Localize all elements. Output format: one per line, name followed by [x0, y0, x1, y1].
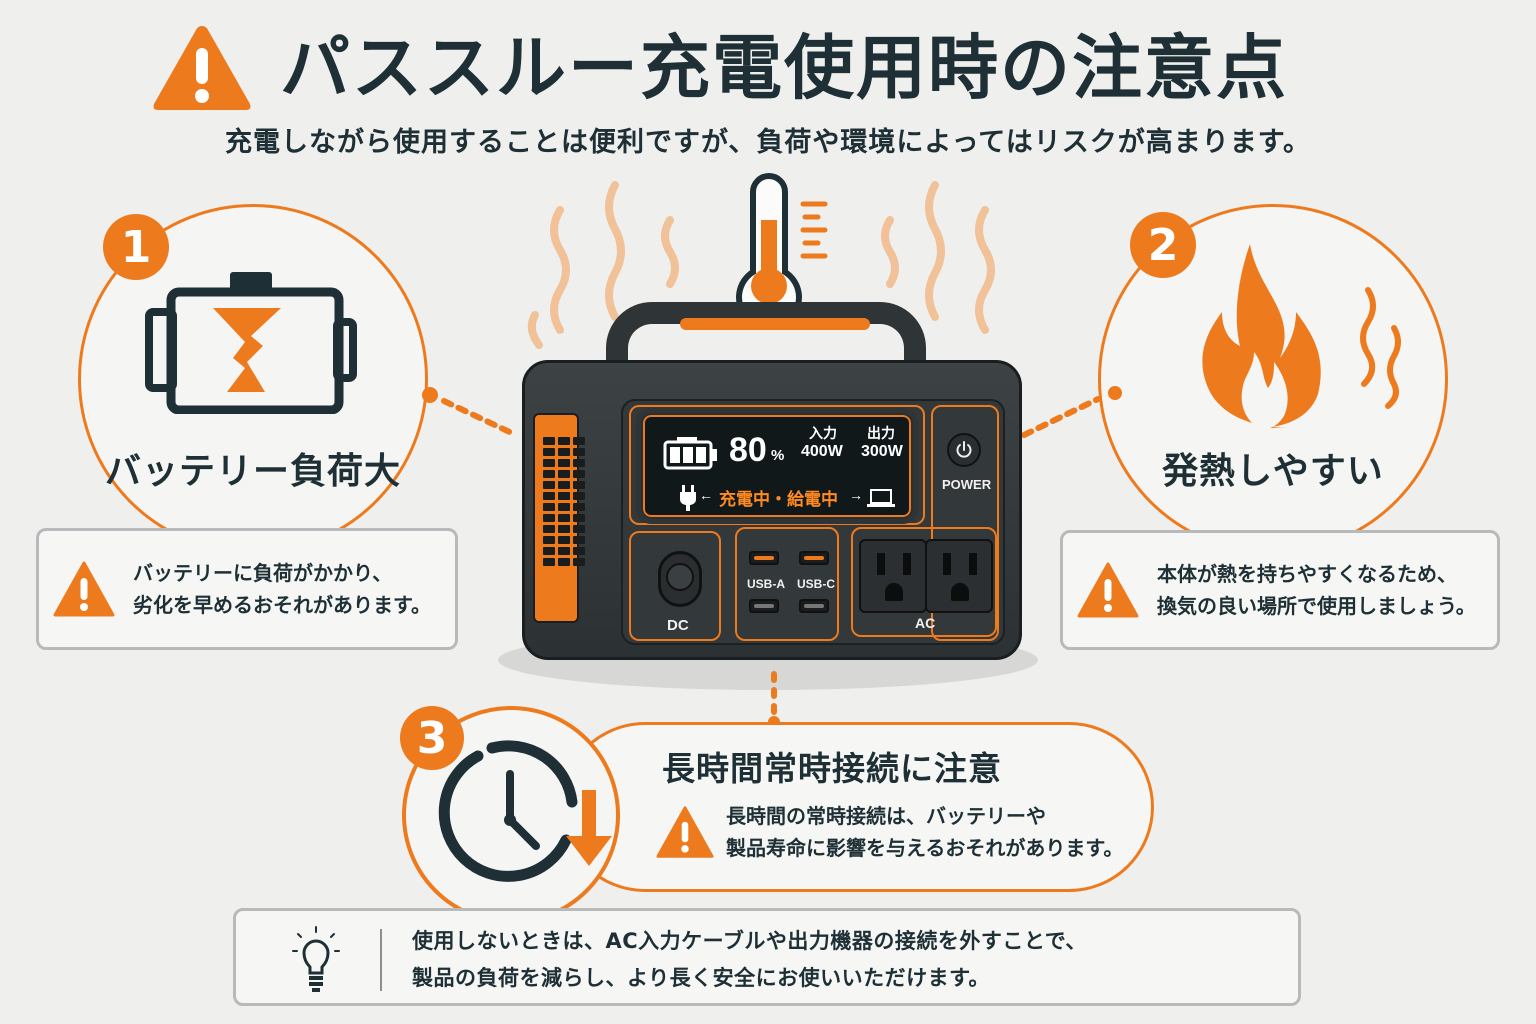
ac-outlet-panel: [851, 527, 997, 637]
flame-icon: [1202, 244, 1401, 428]
point-3-pill: [560, 722, 1154, 892]
ac-outlet: [859, 539, 927, 613]
point-1-title: バッテリー負荷大: [104, 451, 401, 492]
ac-outlet: [925, 539, 993, 613]
warning-triangle-icon: [1077, 562, 1139, 618]
connector-dotted-line: [422, 387, 518, 438]
thermometer-icon: [736, 173, 828, 322]
battery-percent: 80: [729, 431, 767, 469]
point-3-note-line: 長時間の常時接続は、バッテリーや: [726, 804, 1046, 828]
lcd-screen: 80 % 入力 400W 出力 300W ← 充電中・給電中 →: [641, 413, 913, 519]
tip-box: 使用しないときは、AC入力ケーブルや出力機器の接続を外すことで、 製品の負荷を減…: [233, 908, 1301, 1006]
warning-triangle-icon: [153, 26, 251, 110]
warning-triangle-icon: [53, 561, 115, 617]
point-3-number-badge: 3: [400, 706, 464, 770]
connector-dotted-line: [768, 671, 780, 728]
dc-port-panel: [629, 531, 721, 641]
point-3-note: 長時間の常時接続は、バッテリーや 製品寿命に影響を与えるおそれがあります。: [726, 800, 1123, 864]
usb-a-label: USB-A: [747, 577, 785, 591]
clock-down-arrow-icon: [438, 740, 612, 882]
point-2-note-line: 本体が熱を持ちやすくなるため、: [1157, 562, 1457, 586]
input-label: 入力: [809, 425, 837, 441]
tip-line: 使用しないときは、AC入力ケーブルや出力機器の接続を外すことで、: [412, 929, 1087, 953]
page-header: パススルー充電使用時の注意点: [150, 18, 1288, 118]
point-2-title: 発熱しやすい: [1162, 451, 1384, 492]
point-1-note-line: 劣化を早めるおそれがあります。: [133, 593, 431, 617]
plug-icon: [680, 485, 696, 511]
heat-waves-icon: [527, 181, 995, 349]
point-1-note: バッテリーに負荷がかかり、 劣化を早めるおそれがあります。: [36, 528, 458, 650]
arrow-in: ←: [699, 487, 713, 503]
damaged-battery-icon: [145, 272, 357, 414]
usb-a-port: [749, 599, 779, 613]
handle-grip: [680, 318, 870, 330]
output-label: 出力: [867, 425, 895, 441]
page-title: パススルー充電使用時の注意点: [280, 27, 1288, 109]
tip-text: 使用しないときは、AC入力ケーブルや出力機器の接続を外すことで、 製品の負荷を減…: [412, 923, 1087, 997]
usb-c-port: [799, 599, 829, 613]
input-value: 400W: [801, 443, 843, 460]
percent-sign: %: [771, 447, 785, 464]
tip-divider: [380, 929, 382, 991]
portable-power-station: 80 % 入力 400W 出力 300W ← 充電中・給電中 → POWER D…: [522, 360, 1022, 660]
ac-label: AC: [915, 615, 936, 631]
point-2-number-badge: 2: [1130, 212, 1196, 278]
power-icon: [956, 441, 972, 458]
point-2-note: 本体が熱を持ちやすくなるため、 換気の良い場所で使用しましょう。: [1060, 530, 1500, 650]
charging-status: 充電中・給電中: [719, 490, 838, 510]
dc-label: DC: [667, 617, 689, 634]
point-3-note-line: 製品寿命に影響を与えるおそれがあります。: [726, 836, 1124, 860]
side-vent: [533, 413, 585, 623]
point-3-title: 長時間常時接続に注意: [662, 749, 1002, 788]
point-1-note-line: バッテリーに負荷がかかり、: [133, 561, 393, 585]
page-subtitle: 充電しながら使用することは便利ですが、負荷や環境によってはリスクが高まります。: [224, 127, 1312, 158]
power-label: POWER: [942, 477, 992, 492]
usb-port-panel: [735, 527, 839, 641]
usb-a-port: [749, 551, 779, 565]
laptop-icon: [867, 489, 895, 507]
lightbulb-icon: [292, 926, 340, 992]
output-value: 300W: [861, 443, 903, 460]
usb-c-port: [799, 551, 829, 565]
power-button[interactable]: [947, 433, 981, 467]
dc-port: [658, 551, 702, 607]
point-1-number-badge: 1: [103, 214, 169, 280]
warning-triangle-icon: [656, 806, 714, 858]
arrow-out: →: [849, 487, 863, 503]
usb-c-label: USB-C: [797, 577, 835, 591]
tip-line: 製品の負荷を減らし、より長く安全にお使いいただけます。: [412, 965, 990, 990]
battery-level-icon: [663, 437, 717, 470]
point-2-note-line: 換気の良い場所で使用しましょう。: [1157, 594, 1476, 618]
connector-dotted-line: [1021, 386, 1122, 438]
